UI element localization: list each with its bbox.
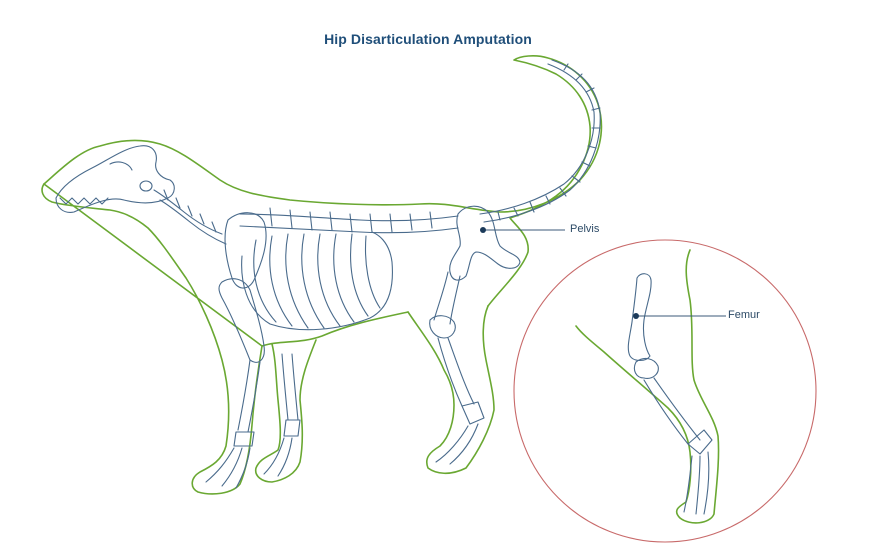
tail-vertebrae: [479, 59, 601, 223]
femur-label: Femur: [728, 309, 760, 321]
diagram-title: Hip Disarticulation Amputation: [324, 31, 532, 47]
skull: [55, 145, 175, 213]
pelvis-and-hind-leg: [429, 205, 521, 465]
pelvis-marker-dot: [480, 227, 486, 233]
pelvis-label: Pelvis: [570, 223, 600, 235]
front-legs: [205, 212, 301, 489]
body-outline: [41, 55, 603, 495]
rib-cage: [241, 231, 393, 331]
detail-inset: [513, 239, 817, 543]
detail-circle: [513, 239, 817, 543]
femur-marker-dot: [633, 313, 639, 319]
spine: [153, 189, 459, 245]
